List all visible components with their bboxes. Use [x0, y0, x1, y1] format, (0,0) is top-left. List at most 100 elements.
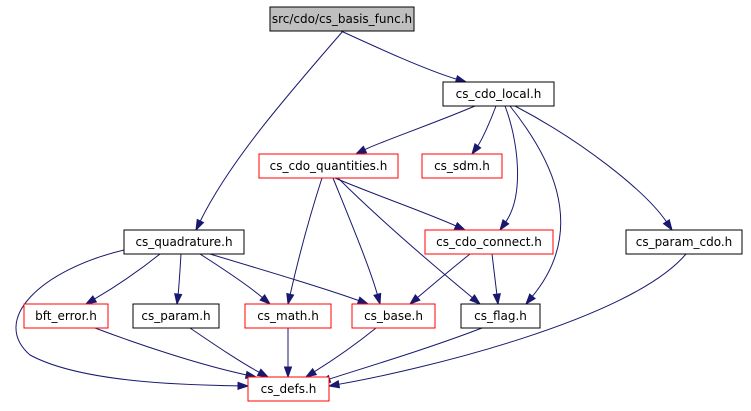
node-box	[424, 229, 554, 255]
node-label: src/cdo/cs_basis_func.h	[272, 12, 412, 26]
edge-line	[289, 177, 323, 296]
edge-line	[199, 253, 264, 299]
edge-arrowhead	[256, 368, 270, 378]
node-box	[244, 303, 332, 329]
edge-line	[337, 253, 687, 385]
node-bft-error[interactable]: bft_error.h	[23, 303, 109, 329]
node-box	[247, 376, 330, 402]
node-box	[625, 229, 743, 255]
edge-arrowhead	[84, 295, 98, 305]
edge-param-cdo-to-defs	[327, 253, 687, 389]
edge-arrowhead	[327, 380, 341, 389]
node-label: cs_sdm.h	[434, 159, 490, 173]
edge-line	[514, 105, 668, 223]
edge-arrowhead	[454, 74, 468, 84]
node-box	[269, 6, 415, 32]
edge-cdo-connect-to-flag	[491, 253, 501, 306]
edge-cdo-quantities-to-base	[332, 177, 382, 306]
node-box	[442, 81, 555, 107]
edge-cdo-connect-to-base	[408, 253, 471, 305]
edge-cdo-local-to-cdo-connect	[499, 105, 519, 232]
node-label: cs_param_cdo.h	[636, 235, 733, 249]
edge-arrowhead	[373, 292, 382, 306]
node-quadrature[interactable]: cs_quadrature.h	[123, 229, 245, 255]
node-label: cs_math.h	[257, 309, 319, 323]
edge-cdo-local-to-flag	[509, 105, 562, 306]
edge-line	[177, 253, 182, 296]
node-flag[interactable]: cs_flag.h	[460, 303, 541, 329]
edge-quadrature-to-math	[199, 253, 272, 305]
edge-line	[199, 30, 344, 223]
edge-arrowhead	[471, 143, 482, 156]
edge-line	[334, 177, 457, 227]
node-root: src/cdo/cs_basis_func.h	[269, 6, 415, 32]
node-label: cs_cdo_connect.h	[436, 235, 542, 249]
nodes-layer: src/cdo/cs_basis_func.h cs_cdo_local.h cs_…	[23, 6, 743, 402]
edge-root-to-cdo-local	[340, 30, 468, 84]
node-label: cs_cdo_local.h	[456, 87, 542, 101]
node-box	[23, 303, 109, 329]
edge-arrowhead	[499, 219, 510, 232]
edge-line	[94, 327, 248, 376]
node-box	[123, 229, 245, 255]
node-label: cs_cdo_quantities.h	[270, 159, 388, 173]
node-box	[132, 303, 220, 329]
edge-base-to-defs	[304, 327, 377, 378]
edge-arrowhead	[525, 293, 536, 306]
edge-arrowhead	[662, 218, 673, 232]
edge-line	[189, 327, 261, 374]
node-base[interactable]: cs_base.h	[351, 303, 436, 329]
edge-line	[15, 249, 240, 387]
edge-line	[93, 253, 161, 300]
node-param-cdo[interactable]: cs_param_cdo.h	[625, 229, 743, 255]
edge-line	[337, 177, 474, 299]
node-box	[421, 153, 503, 179]
edge-bft-error-to-defs	[94, 327, 258, 379]
edge-line	[416, 253, 471, 299]
edge-quadrature-to-param	[174, 253, 183, 306]
edge-line	[340, 30, 458, 80]
edge-line	[209, 253, 360, 302]
node-label: cs_flag.h	[474, 309, 527, 323]
node-cdo-local[interactable]: cs_cdo_local.h	[442, 81, 555, 107]
edge-cdo-quantities-to-math	[286, 177, 323, 306]
edge-line	[509, 105, 562, 298]
edge-arrowhead	[174, 293, 183, 306]
edge-line	[328, 327, 483, 380]
edge-arrowhead	[408, 293, 421, 305]
edge-arrowhead	[469, 294, 482, 305]
edge-arrowhead	[492, 293, 501, 306]
node-cdo-connect[interactable]: cs_cdo_connect.h	[424, 229, 554, 255]
edge-arrowhead	[356, 296, 370, 305]
edge-arrowhead	[195, 218, 205, 232]
edge-arrowhead	[286, 292, 295, 306]
node-label: cs_defs.h	[261, 382, 317, 396]
edge-quadrature-to-defs	[15, 249, 250, 391]
edge-cdo-quantities-to-cdo-connect	[334, 177, 467, 231]
node-sdm[interactable]: cs_sdm.h	[421, 153, 503, 179]
node-label: cs_param.h	[141, 309, 210, 323]
edge-line	[504, 105, 519, 223]
node-defs[interactable]: cs_defs.h	[247, 376, 330, 402]
edge-line	[363, 105, 476, 151]
node-box	[351, 303, 436, 329]
node-label: cs_quadrature.h	[135, 235, 232, 249]
edge-quadrature-to-bft-error	[84, 253, 161, 305]
edge-cdo-local-to-cdo-quantities	[354, 105, 476, 155]
edge-line	[313, 327, 377, 373]
edge-cdo-local-to-sdm	[471, 105, 497, 156]
node-label: bft_error.h	[35, 309, 97, 323]
edge-arrowhead	[283, 366, 293, 379]
node-box	[460, 303, 541, 329]
node-cdo-quantities[interactable]: cs_cdo_quantities.h	[258, 153, 399, 179]
edge-arrowhead	[354, 145, 368, 155]
edge-arrowhead	[453, 221, 467, 231]
node-label: cs_base.h	[364, 309, 423, 323]
edge-arrowhead	[304, 367, 318, 378]
edges-layer	[15, 30, 687, 391]
edge-line	[476, 105, 497, 147]
node-math[interactable]: cs_math.h	[244, 303, 332, 329]
edge-cdo-quantities-to-flag	[337, 177, 482, 305]
node-param[interactable]: cs_param.h	[132, 303, 220, 329]
